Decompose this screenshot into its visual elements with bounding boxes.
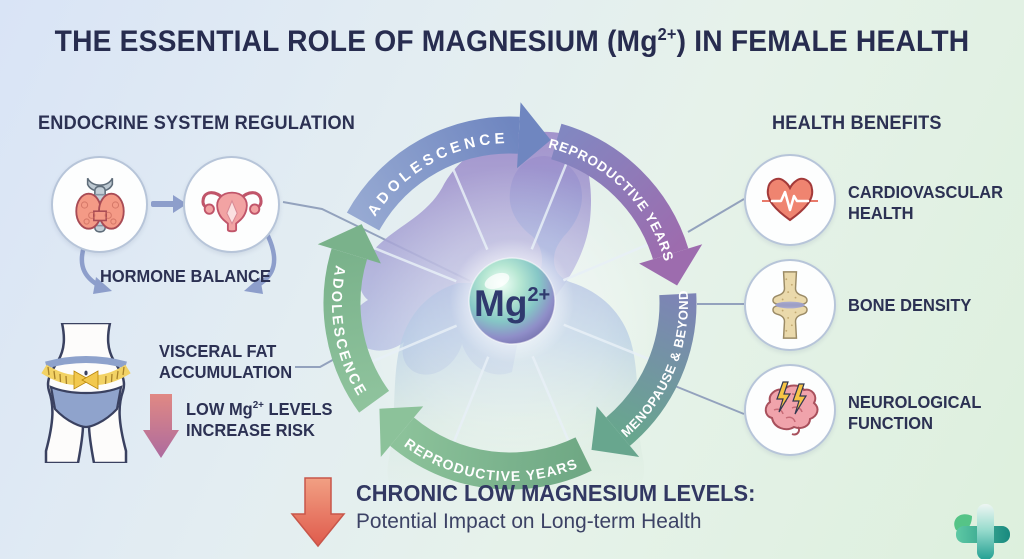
magnesium-ion-sphere: Mg2+ (450, 239, 574, 363)
sphere-highlight (484, 272, 510, 290)
wheel-spoke (370, 245, 457, 283)
connector-lines (282, 198, 745, 415)
bone-circle (744, 259, 836, 351)
footer-heading: CHRONIC LOW MAGNESIUM LEVELS: (356, 480, 756, 506)
wheel-arrowhead-4 (317, 224, 381, 264)
hormone-balance-label: HORMONE BALANCE (100, 266, 271, 286)
wheel-spokes (370, 163, 650, 443)
wheel-spoke (562, 243, 649, 282)
brain-icon (764, 381, 819, 436)
waist-measure-icon (41, 321, 131, 465)
thyroid-to-uterus-arrow (151, 195, 187, 213)
endocrine-section-heading: ENDOCRINE SYSTEM REGULATION (38, 112, 356, 134)
wheel-spoke (371, 324, 458, 363)
health-benefits-heading: HEALTH BENEFITS (772, 112, 942, 134)
wheel-arc-0 (346, 116, 520, 231)
wheel-spoke (530, 163, 568, 250)
sphere-body (468, 257, 556, 345)
low-mg-risk-label: LOW Mg2+ LEVELS INCREASE RISK (186, 399, 333, 441)
silhouette-inner-glow (364, 165, 664, 495)
connector-uterus-to-wheel (282, 201, 471, 282)
wheel-spoke (531, 355, 570, 442)
wheel-label-2: MENOPAUSE & BEYOND (618, 290, 691, 440)
connector-visceral-to-wheel (295, 351, 348, 368)
risk-down-arrow (143, 394, 179, 458)
wheel-arc-4 (323, 248, 390, 413)
lifecycle-wheel: ADOLESCENCE REPRODUCTIVE YEARS MENOPAUSE &… (317, 102, 703, 490)
bone-joint-icon (772, 271, 808, 339)
brand-logo (948, 496, 1016, 559)
silhouette-body (387, 156, 645, 500)
female-silhouette (350, 131, 664, 500)
page-title: THE ESSENTIAL ROLE OF MAGNESIUM (Mg2+) I… (54, 24, 970, 58)
wheel-arrowhead-0 (517, 102, 551, 169)
wheel-arrowhead-3 (379, 406, 424, 457)
wheel-label-3: REPRODUCTIVE YEARS (402, 435, 580, 484)
wheel-label-0: ADOLESCENCE (364, 130, 509, 219)
connector-wheel-to-cardio (687, 198, 745, 233)
bone-density-label: BONE DENSITY (848, 295, 972, 315)
wheel-spoke (450, 164, 489, 251)
neurological-circle (744, 364, 836, 456)
thyroid-circle (51, 156, 148, 253)
footer-subtext: Potential Impact on Long-term Health (356, 509, 702, 533)
wheel-spoke (563, 323, 650, 361)
medical-cross-leaf-logo (954, 504, 1010, 559)
wheel-arc-3 (390, 417, 592, 490)
wheel-spoke (452, 356, 490, 443)
uterus-icon (200, 190, 263, 232)
waist-figure (30, 321, 145, 465)
thyroid-icon (74, 177, 125, 233)
wheel-label-4: ADOLESCENCE (328, 264, 370, 400)
connector-wheel-to-brain (669, 383, 745, 415)
heart-ecg-icon (762, 177, 818, 222)
silhouette-hair (350, 131, 591, 375)
wheel-label-1: REPRODUCTIVE YEARS (547, 136, 676, 263)
cardiovascular-circle (744, 154, 836, 246)
uterus-circle (183, 156, 280, 253)
sphere-glow (450, 239, 574, 363)
ion-label: Mg2+ (474, 283, 550, 324)
wheel-arrowhead-2 (591, 406, 640, 457)
wheel-arc-2 (605, 293, 697, 446)
wheel-arc-1 (550, 123, 689, 260)
wheel-arrowhead-1 (639, 244, 703, 286)
footer-down-arrow (290, 477, 346, 548)
